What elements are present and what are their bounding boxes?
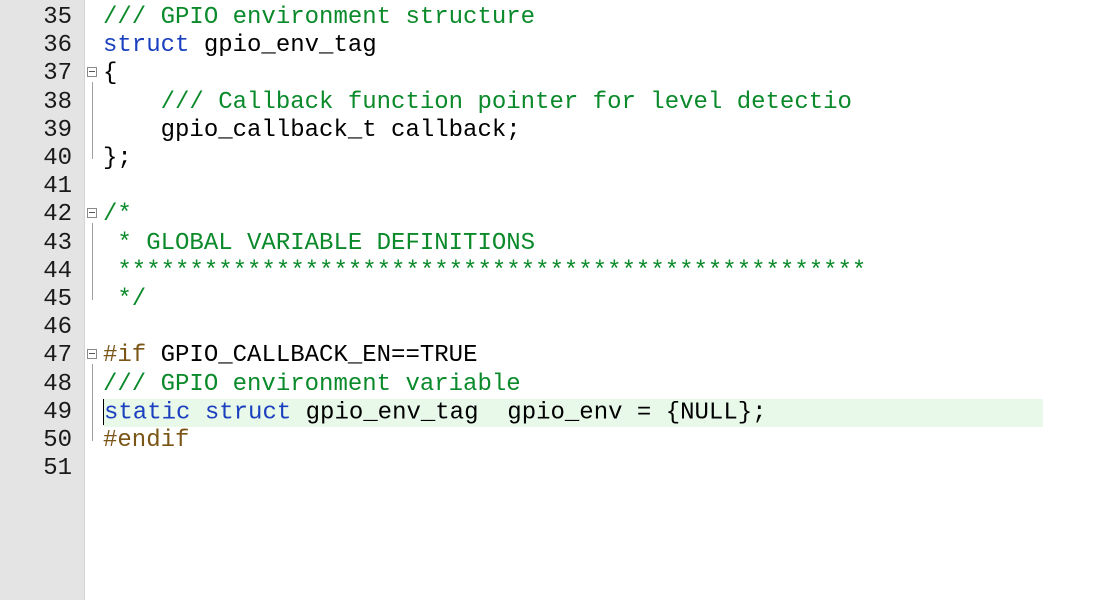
code-line[interactable]: 37 { — [0, 60, 1093, 88]
code-line[interactable]: 35 /// GPIO environment structure — [0, 4, 1093, 32]
code-line[interactable]: 43 * GLOBAL VARIABLE DEFINITIONS — [0, 230, 1093, 258]
code-token: { — [103, 60, 118, 88]
fold-guide-line — [92, 223, 93, 300]
code-text[interactable]: #endif — [103, 427, 1043, 455]
code-text[interactable]: static struct gpio_env_tag gpio_env = {N… — [103, 398, 1043, 427]
code-line[interactable]: 44 *************************************… — [0, 258, 1093, 286]
line-number: 37 — [43, 60, 72, 88]
code-text[interactable] — [103, 173, 1043, 201]
line-number: 42 — [43, 201, 72, 229]
code-line[interactable]: 40}; — [0, 145, 1093, 173]
line-number: 43 — [43, 229, 72, 257]
text-caret — [103, 398, 104, 425]
code-token — [190, 399, 204, 426]
code-token: */ — [103, 286, 147, 313]
code-text[interactable]: #if GPIO_CALLBACK_EN==TRUE — [103, 342, 1043, 370]
line-number: 35 — [43, 4, 72, 31]
code-text[interactable]: struct gpio_env_tag — [103, 32, 1043, 60]
code-token: gpio_env_tag — [189, 32, 377, 60]
fold-collapse-icon[interactable] — [87, 349, 97, 360]
line-number: 49 — [43, 398, 72, 426]
code-text[interactable] — [103, 314, 1043, 342]
code-text[interactable]: /// GPIO environment variable — [103, 371, 1043, 399]
current-line[interactable]: 49 static struct gpio_env_tag gpio_env = … — [0, 398, 1093, 427]
code-token: #if — [103, 342, 147, 370]
code-token: /* — [103, 201, 132, 229]
line-number: 40 — [43, 145, 72, 172]
code-token: /// GPIO environment variable — [103, 370, 521, 398]
line-number: 44 — [43, 257, 72, 285]
code-line[interactable]: 46 — [0, 314, 1093, 342]
fold-guide-line — [92, 364, 93, 441]
code-text[interactable] — [103, 455, 1043, 483]
line-number: 46 — [43, 314, 72, 342]
line-number-gutter — [0, 0, 84, 600]
code-text[interactable]: */ — [103, 286, 1043, 314]
code-line[interactable]: 50 #endif — [0, 427, 1093, 455]
code-line[interactable]: 47 #if GPIO_CALLBACK_EN==TRUE — [0, 342, 1093, 370]
code-token: ****************************************… — [103, 257, 867, 285]
code-token: /// Callback function pointer for level … — [103, 88, 852, 116]
code-text[interactable]: * GLOBAL VARIABLE DEFINITIONS — [103, 230, 1043, 258]
line-number: 51 — [43, 455, 72, 483]
code-line[interactable]: 36 struct gpio_env_tag — [0, 32, 1093, 60]
line-number: 50 — [43, 427, 72, 454]
code-token: struct — [103, 32, 190, 60]
code-token: struct — [204, 399, 292, 427]
code-line[interactable]: 45 */ — [0, 286, 1093, 314]
code-text[interactable]: /// GPIO environment structure — [103, 4, 1043, 32]
code-token: /// GPIO environment structure — [103, 4, 536, 31]
fold-collapse-icon[interactable] — [87, 67, 97, 78]
code-text[interactable]: /// Callback function pointer for level … — [103, 89, 1043, 117]
code-token: gpio_env_tag gpio_env = {NULL}; — [291, 399, 767, 427]
line-number: 39 — [43, 116, 72, 144]
line-number: 47 — [43, 342, 72, 370]
code-text[interactable]: gpio_callback_t callback; — [103, 117, 1043, 145]
code-token: }; — [103, 145, 132, 172]
code-text[interactable]: /* — [103, 201, 1043, 229]
code-token: * GLOBAL VARIABLE DEFINITIONS — [103, 229, 536, 257]
code-line[interactable]: 39 gpio_callback_t callback; — [0, 117, 1093, 145]
line-number: 48 — [43, 370, 72, 398]
code-text[interactable]: ****************************************… — [103, 258, 1043, 286]
fold-collapse-icon[interactable] — [87, 208, 97, 219]
code-token: GPIO_CALLBACK_EN==TRUE — [146, 342, 478, 370]
code-token: static — [104, 399, 191, 427]
code-line[interactable]: 51 — [0, 455, 1093, 483]
code-line[interactable]: 38 /// Callback function pointer for lev… — [0, 89, 1093, 117]
code-line[interactable]: 41 — [0, 173, 1093, 201]
line-number: 36 — [43, 32, 72, 60]
code-token: gpio_callback_t callback; — [103, 116, 521, 144]
line-number: 38 — [43, 88, 72, 116]
line-number: 41 — [43, 173, 72, 201]
code-line[interactable]: 42 /* — [0, 201, 1093, 229]
fold-guide-line — [92, 82, 93, 159]
code-text[interactable]: { — [103, 60, 1043, 88]
code-token: #endif — [103, 427, 190, 454]
fold-margin[interactable] — [84, 0, 101, 600]
line-number: 45 — [43, 286, 72, 313]
code-text[interactable]: }; — [103, 145, 1043, 173]
code-line[interactable]: 48 /// GPIO environment variable — [0, 371, 1093, 399]
